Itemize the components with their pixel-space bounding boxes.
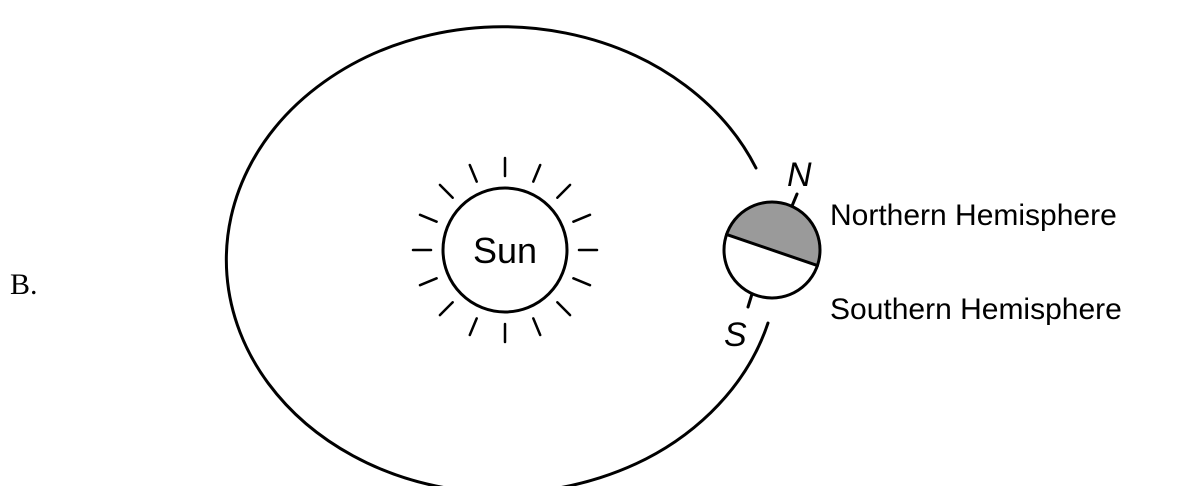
earth-axis-south [746, 292, 754, 309]
sun-ray [556, 301, 572, 317]
sun-ray [418, 213, 438, 223]
north-pole-label: N [787, 156, 812, 194]
south-pole-label: S [724, 316, 747, 354]
sun-rays [411, 156, 599, 344]
earth-northern-half [726, 201, 821, 266]
earth-axis-north [790, 192, 799, 208]
option-letter: B. [10, 268, 38, 301]
northern-hemisphere-label: Northern Hemisphere [830, 199, 1117, 232]
earth [722, 192, 822, 309]
sun-ray [532, 163, 542, 183]
orbit-path [224, 25, 770, 486]
southern-hemisphere-label: Southern Hemisphere [830, 293, 1122, 326]
sun-ray [468, 163, 478, 183]
sun-ray [438, 301, 454, 317]
sun-ray [468, 317, 478, 337]
earth-outline [722, 200, 822, 300]
sun-ray [572, 213, 592, 223]
sun-ray [418, 277, 438, 287]
earth-equator [725, 232, 819, 268]
sun-ray [438, 183, 454, 199]
sun-ray [556, 183, 572, 199]
sun-circle [441, 186, 569, 314]
sun-label: Sun [473, 230, 537, 271]
earth-southern-half [723, 234, 818, 299]
sun-ray [572, 277, 592, 287]
sun-ray [532, 317, 542, 337]
